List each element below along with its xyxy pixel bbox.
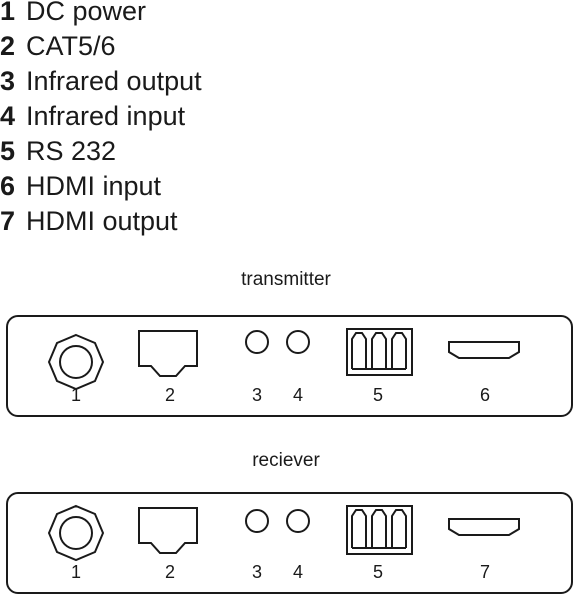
legend-label: Infrared output	[26, 66, 202, 96]
ir-output-jack-icon	[245, 509, 269, 533]
legend-label: RS 232	[26, 136, 117, 166]
ir-input-jack-icon	[286, 509, 310, 533]
port-number: 5	[372, 562, 384, 582]
port-number: 4	[292, 562, 304, 582]
port-number: 1	[70, 385, 82, 405]
dc-power-jack-icon	[47, 504, 105, 562]
legend-number: 4	[0, 101, 16, 131]
ir-output-jack-icon	[245, 330, 269, 354]
legend-number: 1	[0, 0, 16, 26]
legend-label: CAT5/6	[26, 31, 116, 61]
transmitter-caption: transmitter	[241, 269, 331, 290]
port-number: 2	[164, 385, 176, 405]
legend-number: 6	[0, 171, 16, 201]
port-number: 2	[164, 562, 176, 582]
transmitter-ports-drawing	[47, 328, 520, 391]
legend-item: 6 HDMI input	[0, 169, 202, 204]
legend-item: 7 HDMI output	[0, 204, 202, 239]
rs232-terminal-icon	[346, 328, 413, 376]
rs232-terminal-icon	[346, 505, 413, 555]
port-number: 3	[251, 385, 263, 405]
legend-number: 5	[0, 136, 16, 166]
legend-item: 5 RS 232	[0, 134, 202, 169]
receiver-panel: 1 2 3 4 5 7	[6, 492, 573, 594]
ir-input-jack-icon	[286, 330, 310, 354]
port-number: 3	[251, 562, 263, 582]
rj45-port-icon	[138, 507, 198, 554]
legend-number: 2	[0, 31, 16, 61]
port-number: 7	[479, 562, 491, 582]
rj45-port-icon	[138, 330, 198, 377]
receiver-caption: reciever	[252, 450, 320, 471]
legend-item: 4 Infrared input	[0, 99, 202, 134]
legend-label: Infrared input	[26, 101, 186, 131]
receiver-ports-drawing	[47, 504, 520, 562]
legend-item: 2 CAT5/6	[0, 29, 202, 64]
port-number: 5	[372, 385, 384, 405]
port-legend: 1 DC power 2 CAT5/6 3 Infrared output 4 Infr…	[0, 0, 202, 239]
port-number: 1	[70, 562, 82, 582]
legend-number: 3	[0, 66, 16, 96]
legend-number: 7	[0, 206, 16, 236]
legend-label: HDMI output	[26, 206, 178, 236]
dc-power-jack-icon	[47, 333, 105, 391]
hdmi-port-icon	[448, 518, 520, 536]
legend-label: DC power	[26, 0, 147, 26]
legend-label: HDMI input	[26, 171, 162, 201]
transmitter-panel: 1 2 3 4 5 6	[6, 315, 573, 417]
hdmi-port-icon	[448, 341, 520, 359]
legend-item: 1 DC power	[0, 0, 202, 29]
port-number: 6	[479, 385, 491, 405]
legend-item: 3 Infrared output	[0, 64, 202, 99]
port-number: 4	[292, 385, 304, 405]
